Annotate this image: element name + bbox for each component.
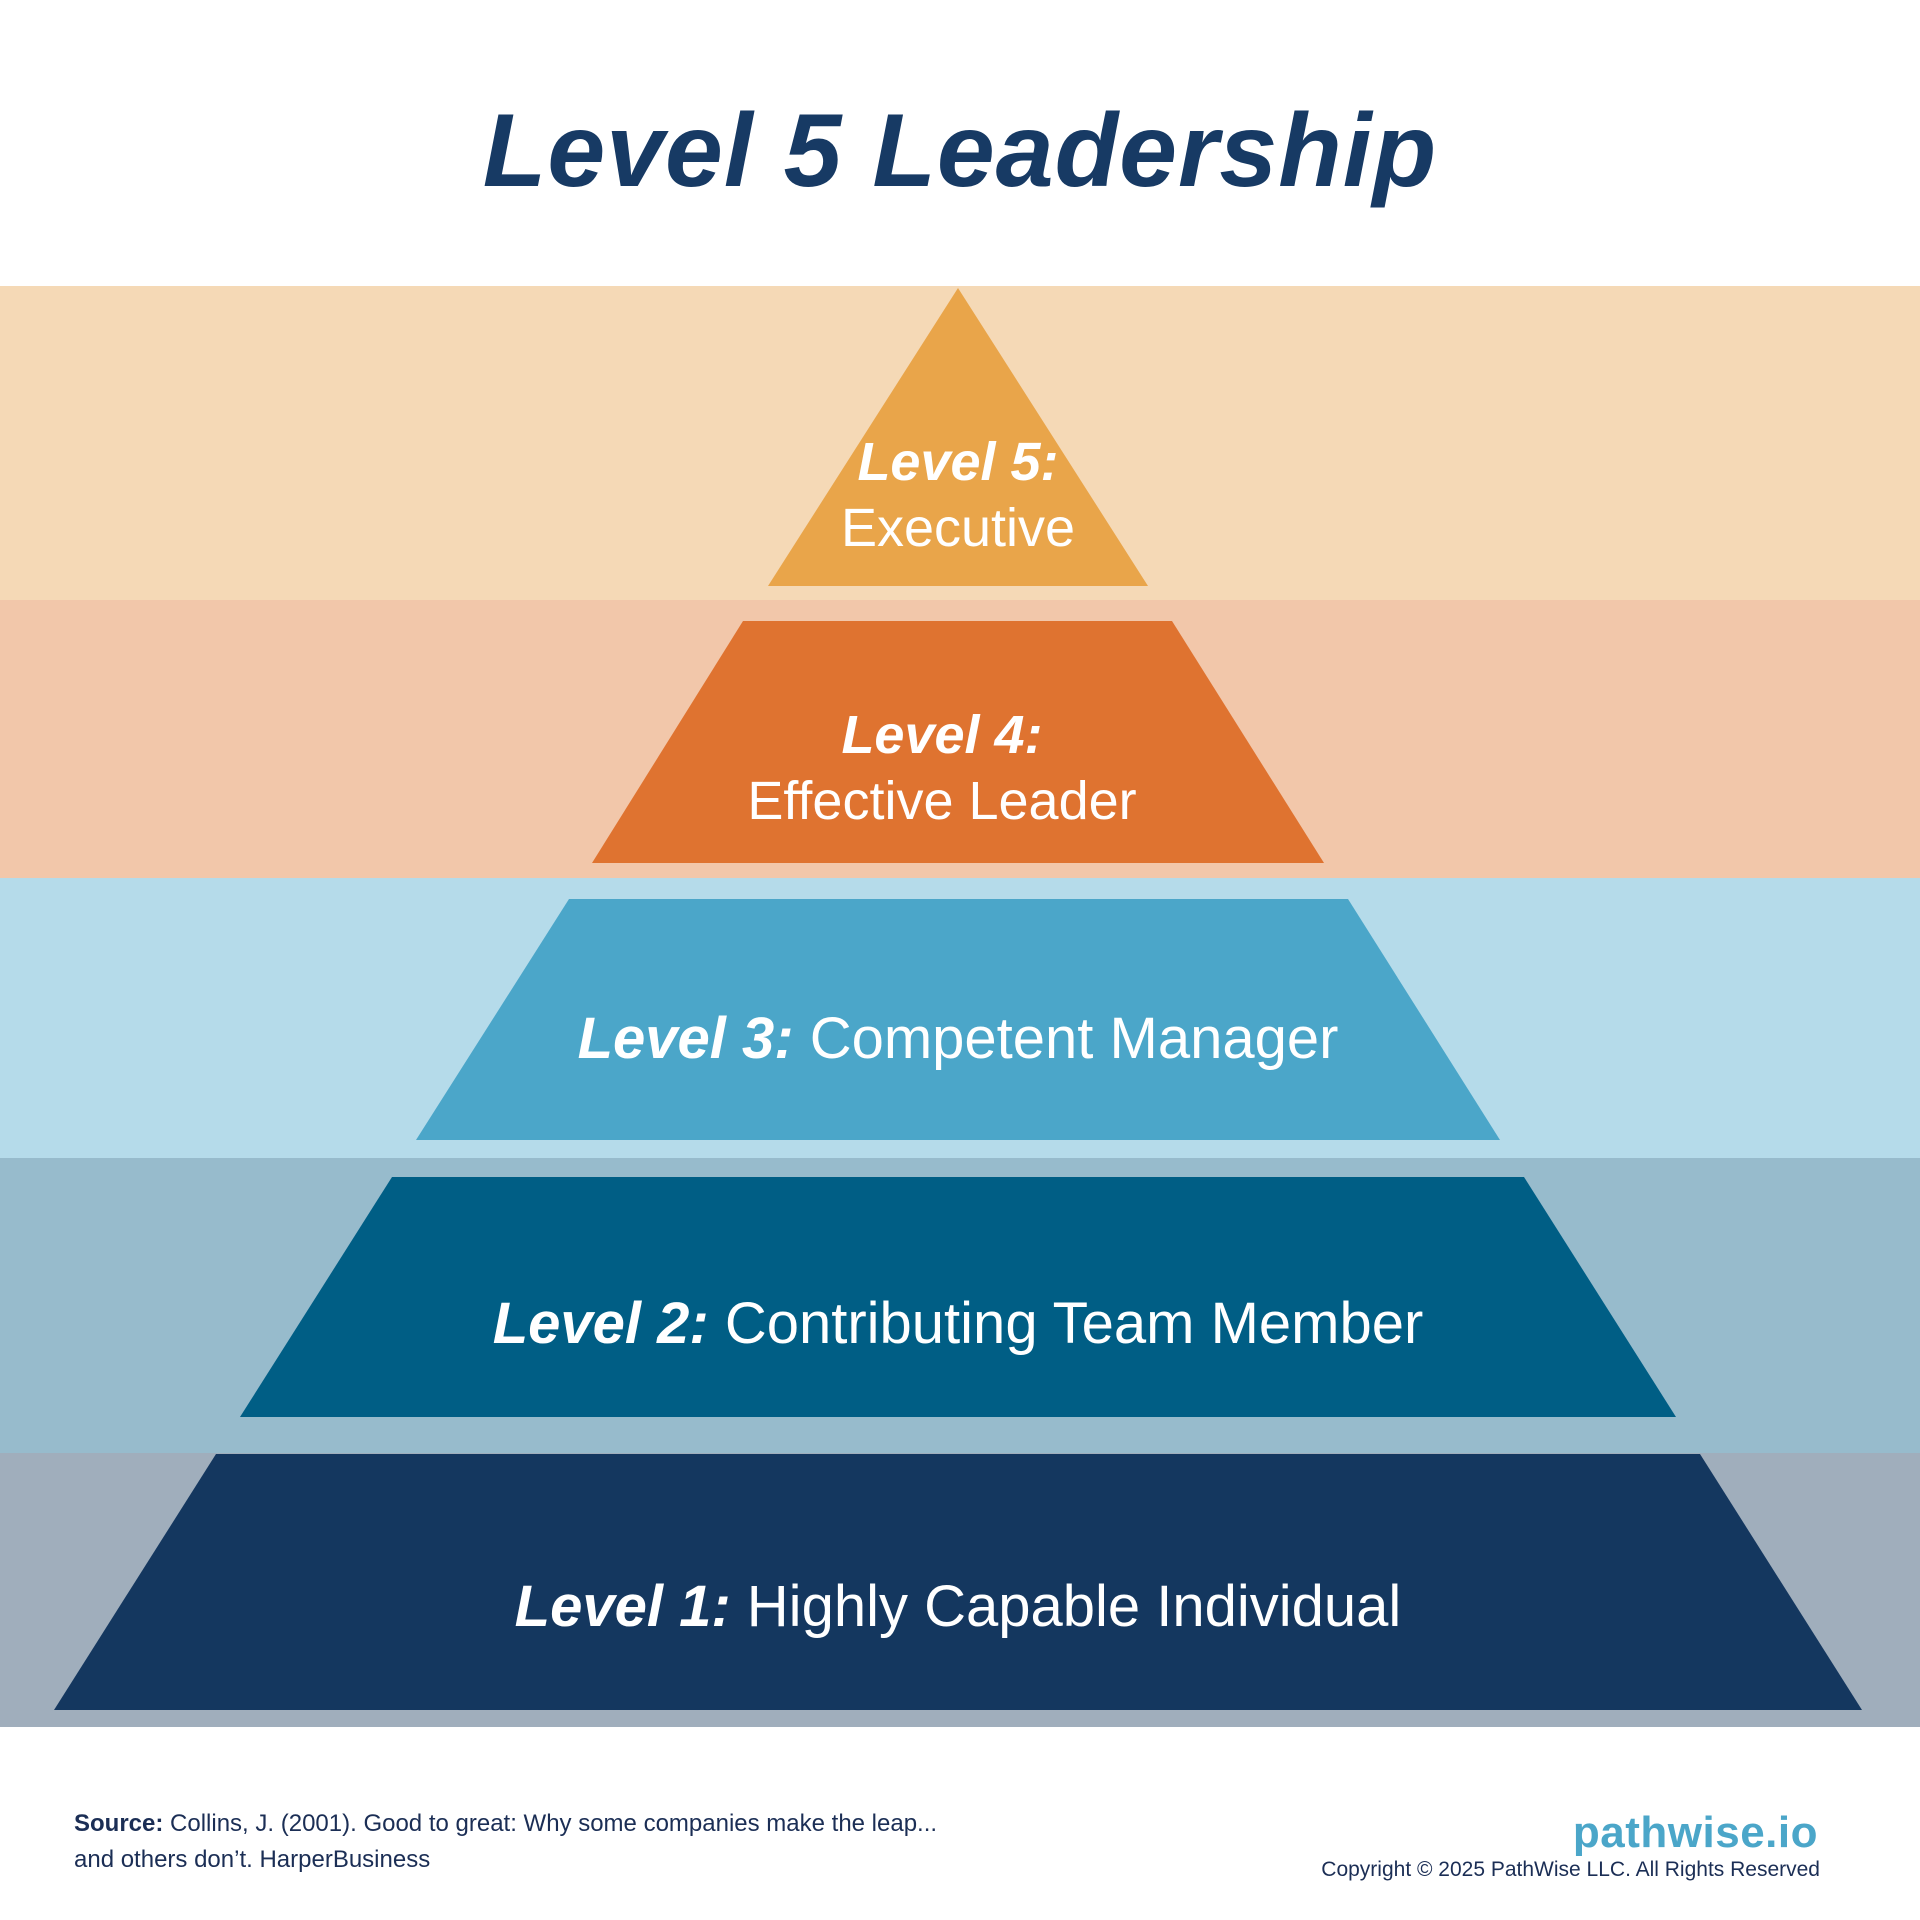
tier-level-5: Level 5: [857, 432, 1059, 492]
page-title: Level 5 Leadership [482, 93, 1438, 209]
pyramid-tier-2 [240, 1177, 1676, 1417]
tier-name-1: Highly Capable Individual [746, 1574, 1402, 1639]
pyramid-tier-3 [416, 899, 1500, 1140]
tier-level-3: Level 3: [577, 1006, 794, 1071]
tier-level-4: Level 4: [841, 705, 1043, 765]
pyramid-tier-1 [54, 1454, 1862, 1710]
pyramid-tier-5 [768, 288, 1148, 586]
tier-label-2: Level 2: Contributing Team Member [408, 1289, 1508, 1360]
copyright-notice: Copyright © 2025 PathWise LLC. All Right… [1321, 1858, 1820, 1881]
pyramid-tier-4 [592, 621, 1324, 863]
tier-name-4: Effective Leader [747, 770, 1137, 831]
tier-name-3: Competent Manager [809, 1006, 1339, 1071]
tier-label-5: Level 5: Executive [758, 430, 1158, 562]
tier-label-1: Level 1: Highly Capable Individual [408, 1572, 1508, 1643]
tier-label-4: Level 4: Effective Leader [642, 703, 1242, 835]
tier-level-2: Level 2: [492, 1291, 709, 1356]
source-label: Source: [74, 1810, 164, 1837]
brand-logo: pathwise.io [1572, 1808, 1818, 1857]
tier-name-5: Executive [840, 497, 1076, 558]
source-citation: Source: Collins, J. (2001). Good to grea… [74, 1806, 974, 1878]
tier-level-1: Level 1: [514, 1574, 731, 1639]
tier-label-3: Level 3: Competent Manager [458, 1004, 1458, 1075]
source-text: Collins, J. (2001). Good to great: Why s… [74, 1810, 938, 1873]
tier-name-2: Contributing Team Member [724, 1291, 1424, 1356]
